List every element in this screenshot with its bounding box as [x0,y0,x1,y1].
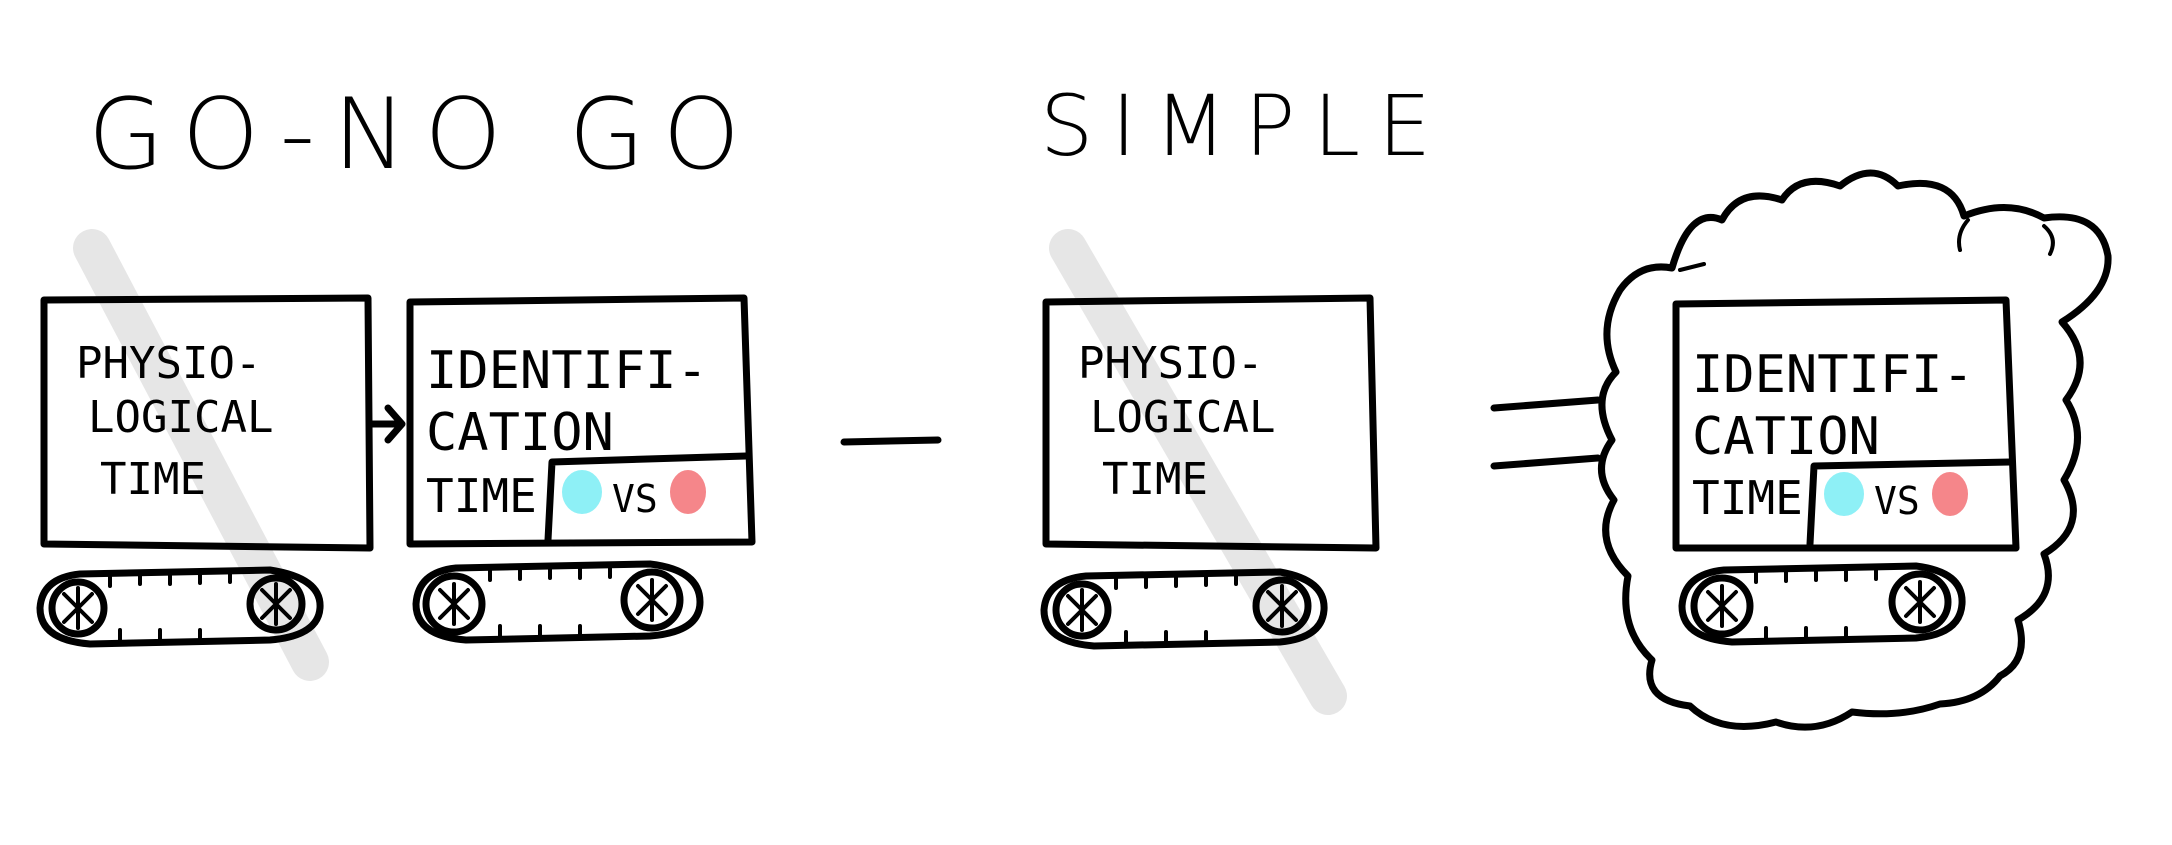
title-go-no-go: GO-NO GO [88,78,758,192]
red-stimulus-dot [670,470,706,514]
box-line-2: LOGICAL [88,392,273,443]
physiological-time-box-2: PHYSIO- LOGICAL TIME [1042,294,1380,552]
box-line-3: TIME [1102,454,1208,505]
shadow-slash-left [73,229,329,681]
arrow-right-icon [366,404,406,444]
box-line-3: TIME [1692,471,1803,525]
box-line-2: CATION [426,403,614,463]
tank-tread-2 [412,560,704,644]
thought-cloud-outline [1598,169,2112,731]
stimulus-pair-2: VS [1824,472,1968,523]
title-simple: SIMPLE [1040,77,1449,175]
identification-time-box-1: IDENTIFI- CATION TIME [406,294,756,548]
cyan-stimulus-dot [562,470,602,514]
box-line-1: PHYSIO- [76,338,261,389]
identification-time-box-2: IDENTIFI- CATION TIME [1672,296,2020,552]
box-line-1: IDENTIFI- [1692,345,1974,405]
vs-label: VS [612,477,658,521]
equals-sign-icon [1490,396,1602,470]
red-stimulus-dot [1932,472,1968,516]
stimulus-pair-1: VS [562,470,706,521]
box-line-2: LOGICAL [1090,392,1275,443]
box-line-3: TIME [100,454,206,505]
box-line-3: TIME [426,469,537,523]
physiological-time-box-1: PHYSIO- LOGICAL TIME [40,294,374,552]
box-line-1: IDENTIFI- [426,341,708,401]
tank-tread-4 [1678,562,1966,646]
box-line-1: PHYSIO- [1078,338,1263,389]
cyan-stimulus-dot [1824,472,1864,516]
vs-label: VS [1874,479,1920,523]
cloud-inner-stroke [1678,218,2055,272]
tank-tread-3 [1040,568,1328,650]
minus-sign-icon [840,436,942,446]
tank-tread-1 [36,566,324,648]
box-line-2: CATION [1692,407,1880,467]
shadow-slash-middle [1049,229,1347,715]
